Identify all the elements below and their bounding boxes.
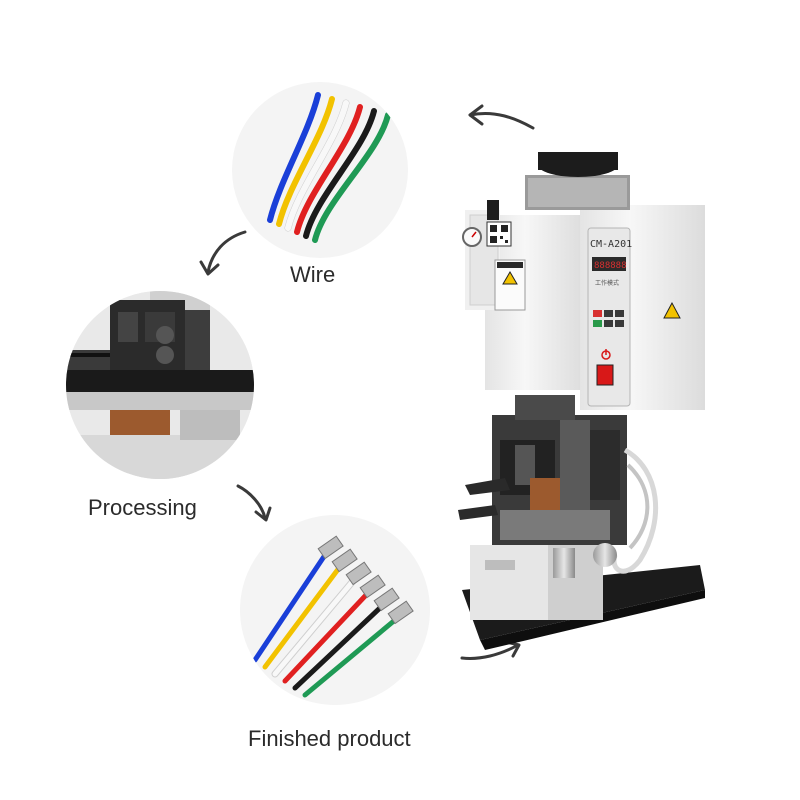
finished-product-photo [240,515,430,705]
crimped-wire [302,617,398,698]
wire-strand [285,100,349,231]
flow-arrow-icon [468,104,535,130]
wire-label: Wire [290,262,336,287]
down-button[interactable] [615,310,624,317]
processing-photo [66,291,254,479]
start-button[interactable] [593,320,602,327]
power-switch[interactable] [596,364,614,386]
wire-strand [294,104,363,235]
crimp-terminal [331,548,358,573]
crimp-terminal [359,574,386,599]
crimped-wire [292,604,384,691]
crimp-terminal [345,561,372,586]
wire-photo [232,82,408,258]
wire-strand [276,96,335,227]
power-icon [601,349,611,360]
display-readout: 888888 [594,261,627,271]
processing-label: Processing [88,495,197,520]
flow-arrow-icon [236,484,272,522]
crimped-wire [252,552,328,663]
panel-title: 工作模式 [595,279,619,287]
crimping-machine: CM-A201 888888 工作模式 [458,152,705,650]
qr-code-icon [486,221,512,247]
crimp-terminal [317,535,344,560]
flow-arrow-icon [199,230,247,276]
warning-icon [663,301,681,319]
crimped-wire [272,578,356,677]
wire-strand [312,112,391,243]
enter-button[interactable] [615,320,624,327]
set-button[interactable] [604,320,613,327]
crimped-wire [282,591,370,684]
model-label: CM-A201 [590,239,632,250]
up-button[interactable] [604,310,613,317]
warning-icon [502,271,518,285]
wire-strand [303,108,377,239]
crimp-terminal [373,587,400,612]
wire-bundle [267,92,391,243]
finished-wire-bundle [252,535,414,698]
mode-button[interactable] [593,310,602,317]
pressure-gauge-icon [462,227,482,247]
crimped-wire [262,565,342,670]
crimp-terminal [387,600,414,625]
wire-strand [267,92,321,223]
finished-product-label: Finished product [248,726,411,751]
